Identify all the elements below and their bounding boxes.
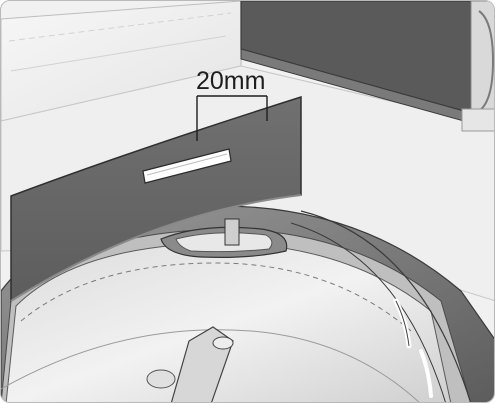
dimension-label: 20mm	[196, 67, 265, 95]
dimension-callout: 20mm	[196, 67, 268, 141]
latch-tab	[160, 218, 288, 258]
curved-strip	[10, 95, 302, 303]
strip-slot	[142, 148, 232, 184]
disc-lever	[170, 326, 234, 402]
upper-right-panel	[240, 1, 494, 132]
